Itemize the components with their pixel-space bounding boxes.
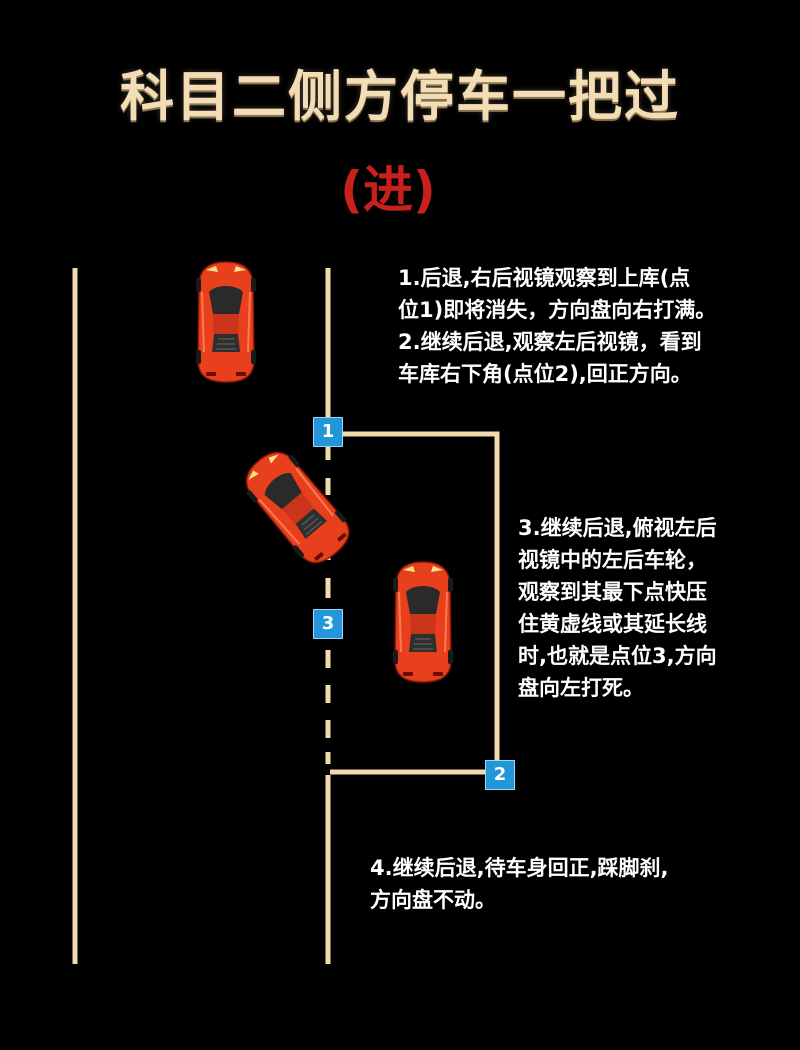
note-line: 车库右下角(点位2),回正方向。 — [398, 362, 692, 386]
instruction-note-2: 3.继续后退,俯视左后 视镜中的左后车轮， 观察到其最下点快压 住黄虚线或其延长… — [518, 512, 788, 704]
car-parked-position — [392, 561, 454, 683]
note-line: 3.继续后退,俯视左后 — [518, 516, 717, 540]
note-line: 2.继续后退,观察左后视镜，看到 — [398, 330, 702, 354]
car-start-position — [195, 261, 257, 383]
note-line: 1.后退,右后视镜观察到上库(点 — [398, 266, 691, 290]
note-line: 时,也就是点位3,方向 — [518, 644, 717, 668]
note-line: 4.继续后退,待车身回正,踩脚刹, — [370, 856, 669, 880]
instruction-note-3: 4.继续后退,待车身回正,踩脚刹, 方向盘不动。 — [370, 852, 770, 916]
parking-bay-outline — [330, 431, 500, 775]
page-subtitle: (进) — [340, 161, 436, 219]
marker-point-1: 1 — [313, 417, 343, 447]
note-line: 观察到其最下点快压 — [518, 580, 707, 604]
page-title: 科目二侧方停车一把过 — [120, 65, 680, 128]
note-line: 方向盘不动。 — [370, 888, 496, 912]
note-line: 位1)即将消失，方向盘向右打满。 — [398, 298, 717, 322]
note-line: 盘向左打死。 — [518, 676, 644, 700]
car-turning-position — [234, 440, 360, 574]
marker-point-2: 2 — [485, 760, 515, 790]
note-line: 住黄虚线或其延长线 — [518, 612, 707, 636]
marker-point-3: 3 — [313, 609, 343, 639]
note-line: 视镜中的左后车轮， — [518, 548, 707, 572]
instruction-note-1: 1.后退,右后视镜观察到上库(点 位1)即将消失，方向盘向右打满。 2.继续后退… — [398, 262, 778, 390]
